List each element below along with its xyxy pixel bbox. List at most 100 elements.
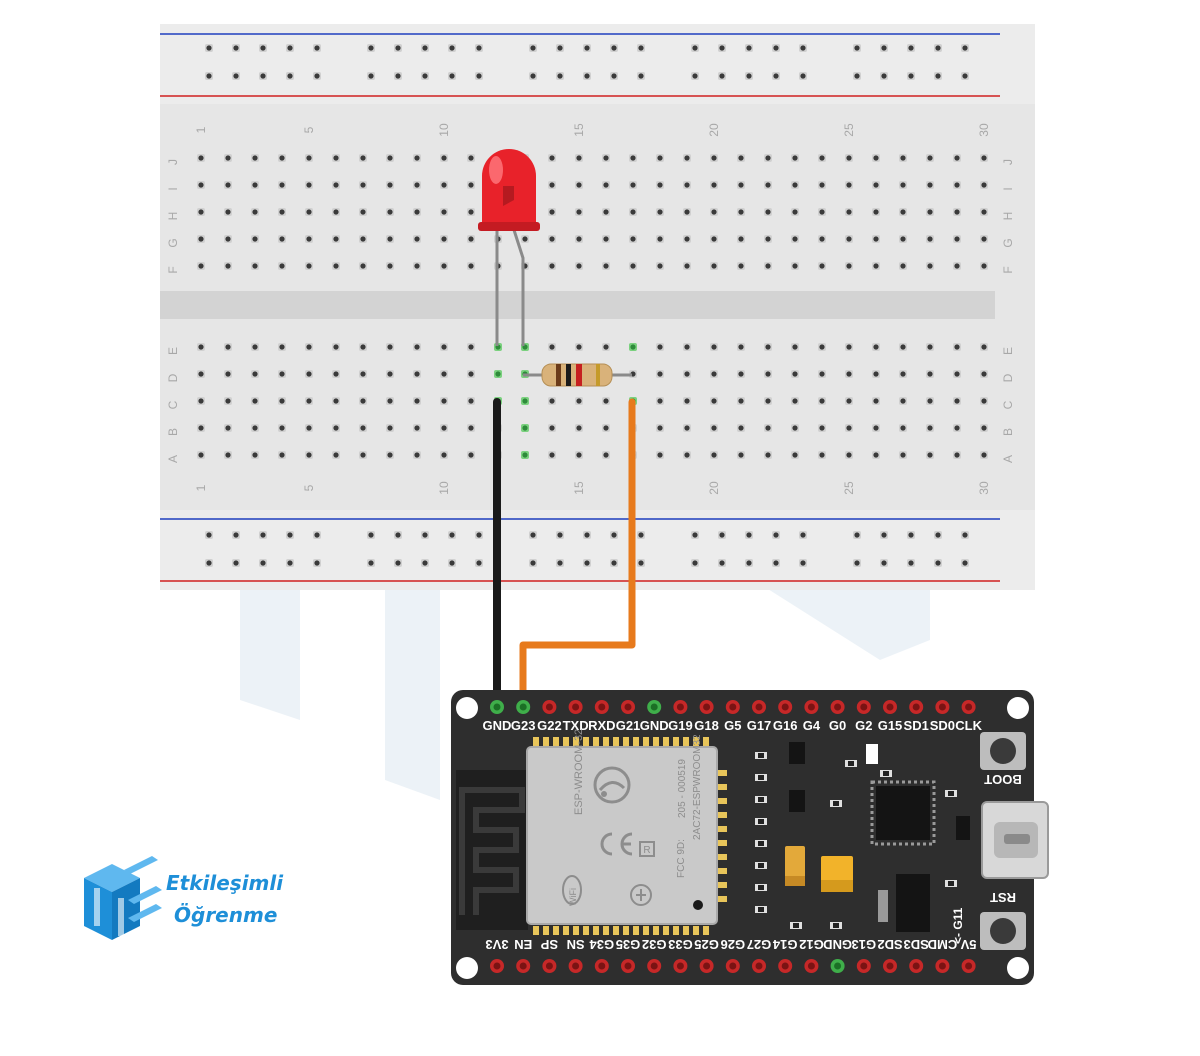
module-pad	[643, 737, 649, 746]
breadboard-hole-center	[468, 425, 474, 431]
header-pin-hole	[624, 703, 632, 711]
breadboard-hole-center	[711, 344, 717, 350]
breadboard-hole-center	[576, 263, 582, 269]
bottom-pin-label: GND	[823, 937, 852, 952]
breadboard-hole-center	[252, 182, 258, 188]
breadboard-hole-center	[522, 398, 528, 404]
breadboard-hole-center	[792, 209, 798, 215]
breadboard-hole-center	[657, 344, 663, 350]
breadboard-hole-center	[792, 236, 798, 242]
module-pad	[718, 826, 727, 832]
top-pin-label: SD1	[904, 718, 929, 733]
breadboard-hole-center	[522, 452, 528, 458]
top-pin-label: G21	[616, 718, 641, 733]
header-pin-hole	[493, 703, 501, 711]
capacitor-2-band	[821, 880, 853, 892]
rail-hole-center	[908, 560, 914, 566]
signal-wire	[519, 398, 636, 711]
module-pad	[593, 737, 599, 746]
breadboard-hole-center	[981, 425, 987, 431]
row-label: J	[1001, 159, 1015, 165]
breadboard-hole-center	[819, 452, 825, 458]
breadboard-hole-center	[900, 155, 906, 161]
row-label: H	[166, 212, 180, 221]
bottom-pin-label: G13	[852, 937, 877, 952]
smd-resistor-body	[758, 819, 764, 824]
breadboard-hole-center	[711, 209, 717, 215]
header-pin-hole	[938, 703, 946, 711]
breadboard-hole-center	[387, 344, 393, 350]
header-pin-hole	[781, 962, 789, 970]
breadboard-hole-center	[711, 182, 717, 188]
breadboard-hole-center	[414, 344, 420, 350]
breadboard-hole-center	[657, 371, 663, 377]
breadboard-hole-center	[441, 398, 447, 404]
header-pin-hole	[886, 962, 894, 970]
module-pad	[718, 854, 727, 860]
smd-resistor-body	[758, 841, 764, 846]
rail-hole-center	[962, 560, 968, 566]
breadboard-hole-center	[576, 155, 582, 161]
fcc-label: FCC 9D:	[676, 839, 687, 878]
breadboard-hole-center	[549, 344, 555, 350]
breadboard-hole-center	[468, 452, 474, 458]
breadboard-hole-center	[846, 425, 852, 431]
breadboard-hole-center	[954, 398, 960, 404]
top-pin-label: GND	[640, 718, 669, 733]
breadboard-hole-center	[333, 371, 339, 377]
rail-hole-center	[935, 560, 941, 566]
header-pin-hole	[807, 962, 815, 970]
breadboard-hole-center	[954, 452, 960, 458]
rail-hole-center	[260, 532, 266, 538]
mount-hole-bl	[456, 957, 478, 979]
breadboard-hole-center	[657, 425, 663, 431]
breadboard-hole-center	[792, 263, 798, 269]
breadboard-hole-center	[954, 425, 960, 431]
breadboard-hole-center	[846, 209, 852, 215]
module-code: 205 - 000519	[677, 759, 688, 818]
breadboard-hole-center	[414, 155, 420, 161]
breadboard-hole-center	[252, 236, 258, 242]
breadboard-hole-center	[333, 236, 339, 242]
row-label: D	[1001, 373, 1015, 382]
rail-hole-center	[368, 560, 374, 566]
module-pad	[533, 926, 539, 935]
column-number: 15	[572, 481, 586, 495]
rail-hole-center	[314, 73, 320, 79]
header-pin-hole	[650, 703, 658, 711]
module-pad	[613, 926, 619, 935]
column-number: 20	[707, 123, 721, 137]
module-pad	[603, 926, 609, 935]
breadboard-hole-center	[603, 182, 609, 188]
row-label: G	[1001, 238, 1015, 247]
module-pad	[593, 926, 599, 935]
row-label: G	[166, 238, 180, 247]
usb-chip-pins	[870, 780, 936, 846]
breadboard-hole-center	[684, 182, 690, 188]
logo-line-2: Öğrenme	[174, 903, 277, 927]
rail-hole-center	[476, 532, 482, 538]
breadboard-hole-center	[225, 209, 231, 215]
boot-button[interactable]	[980, 732, 1026, 770]
breadboard-hole-center	[603, 236, 609, 242]
breadboard-hole-center	[306, 209, 312, 215]
rst-button[interactable]	[980, 912, 1026, 950]
micro-usb-port[interactable]	[981, 801, 1049, 879]
breadboard-hole-center	[603, 452, 609, 458]
breadboard-hole-center	[900, 263, 906, 269]
breadboard-hole-center	[522, 425, 528, 431]
breadboard-hole-center	[819, 371, 825, 377]
bottom-pin-label: G33	[668, 937, 693, 952]
breadboard-hole-center	[738, 263, 744, 269]
breadboard-hole-center	[279, 344, 285, 350]
breadboard-hole-center	[441, 425, 447, 431]
bottom-pin-label: SD2	[877, 937, 902, 952]
header-pin-hole	[860, 703, 868, 711]
top-pin-label: G5	[724, 718, 741, 733]
resistor-band-3	[576, 364, 582, 386]
top-pin-label: G23	[511, 718, 536, 733]
breadboard-hole-center	[900, 398, 906, 404]
breadboard-hole-center	[387, 371, 393, 377]
breadboard-hole-center	[792, 398, 798, 404]
